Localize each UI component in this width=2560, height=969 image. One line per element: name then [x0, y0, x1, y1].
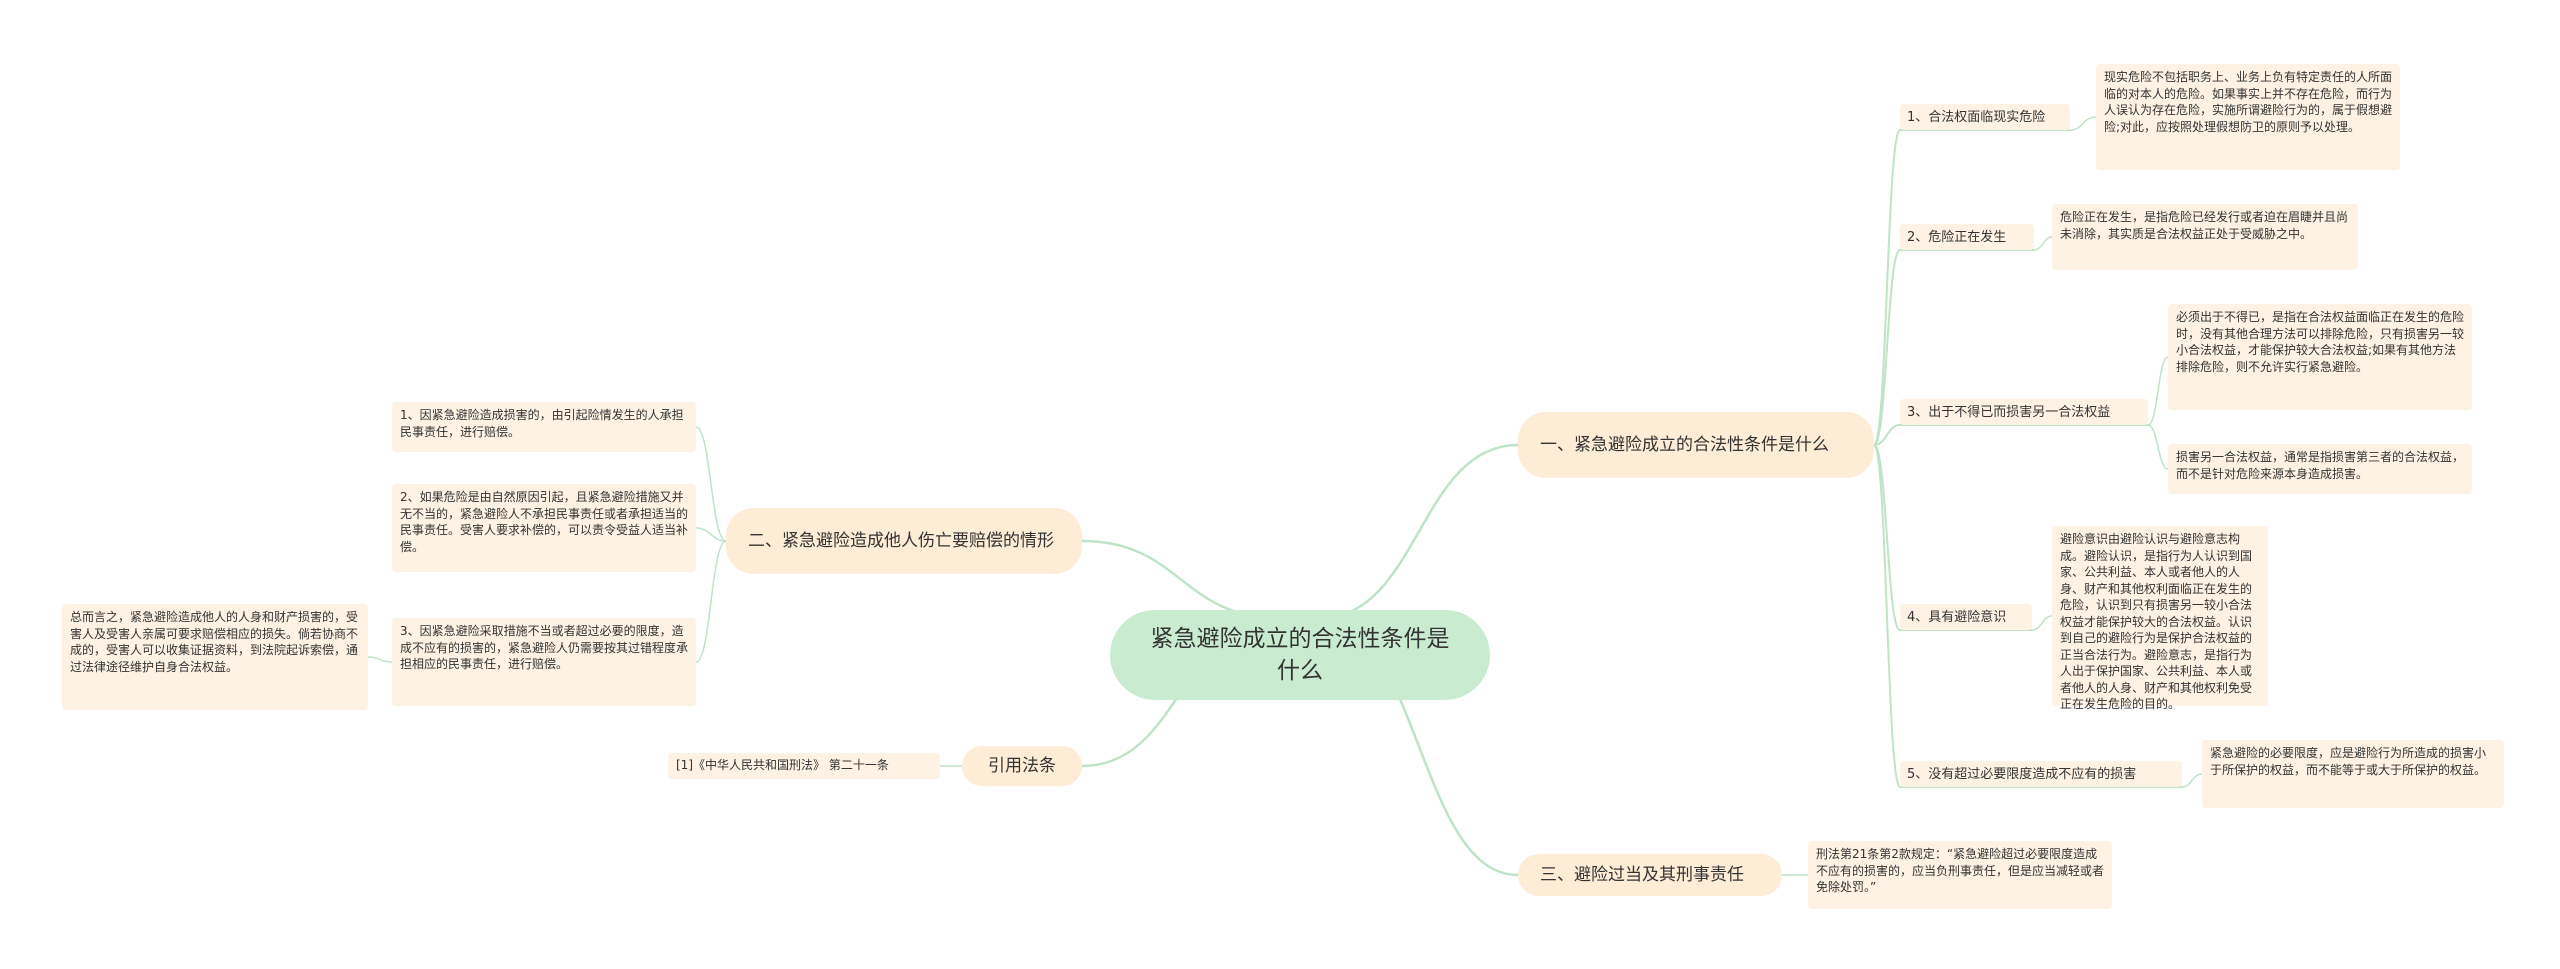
link-n-c2 [1873, 249, 1901, 446]
branch-excess[interactable]: 三、避险过当及其刑事责任 [1518, 854, 1782, 896]
link-n-c3 [1873, 424, 1901, 446]
link-n-comp2 [695, 527, 727, 542]
condition-5[interactable]: 5、没有超过必要限度造成不应有的损害 [1900, 761, 2182, 787]
link-n-c2d [2033, 236, 2053, 251]
compensation-item-3: 3、因紧急避险采取措施不当或者超过必要的限度，造成不应有的损害的，紧急避险人仍需… [392, 618, 696, 706]
link-n-c4 [1873, 444, 1901, 631]
compensation-summary: 总而言之，紧急避险造成他人的人身和财产损害的，受害人及受害人亲属可要求赔偿相应的… [62, 604, 368, 710]
link-n-c4d [2031, 615, 2053, 631]
link-n-c5d [2181, 773, 2203, 788]
branch-conditions[interactable]: 一、紧急避险成立的合法性条件是什么 [1518, 412, 1874, 478]
condition-3-detail-1: 必须出于不得已，是指在合法权益面临正在发生的危险时，没有其他合理方法可以排除危险… [2168, 304, 2472, 410]
citation-detail: [1]《中华人民共和国刑法》 第二十一条 [668, 753, 940, 779]
link-summary [367, 656, 393, 663]
condition-4[interactable]: 4、具有避险意识 [1900, 604, 2032, 630]
branch-citation[interactable]: 引用法条 [962, 746, 1082, 786]
condition-2-detail: 危险正在发生，是指危险已经发行或者迫在眉睫并且尚未消除，其实质是合法权益正处于受… [2052, 204, 2358, 270]
root-topic[interactable]: 紧急避险成立的合法性条件是什么 [1110, 610, 1490, 700]
link-n-c5 [1873, 444, 1901, 788]
link-n-c1d [2069, 116, 2097, 131]
condition-3-detail-2: 损害另一合法权益，通常是指损害第三者的合法权益，而不是针对危险来源本身造成损害。 [2168, 444, 2472, 494]
branch-compensation[interactable]: 二、紧急避险造成他人伤亡要赔偿的情形 [726, 508, 1082, 574]
compensation-item-1: 1、因紧急避险造成损害的，由引起险情发生的人承担民事责任，进行赔偿。 [392, 402, 696, 452]
link-n-comp3 [695, 540, 727, 663]
compensation-item-2: 2、如果危险是由自然原因引起，且紧急避险措施又并无不当的，紧急避险人不承担民事责… [392, 484, 696, 572]
link-n-comp1 [695, 426, 727, 542]
link-n-c3d1 [2147, 356, 2169, 426]
condition-2[interactable]: 2、危险正在发生 [1900, 224, 2034, 250]
link-n-c3d2 [2147, 424, 2169, 470]
link-root-n-comp [1081, 539, 1281, 620]
condition-3[interactable]: 3、出于不得已而损害另一合法权益 [1900, 399, 2148, 425]
excess-detail: 刑法第21条第2款规定：“紧急避险超过必要限度造成不应有的损害的，应当负刑事责任… [1808, 841, 2112, 909]
link-n-c1 [1873, 129, 1901, 446]
condition-1-detail: 现实危险不包括职务上、业务上负有特定责任的人所面临的对本人的危险。如果事实上并不… [2096, 64, 2400, 170]
link-root-n-cond [1319, 443, 1519, 620]
condition-4-detail: 避险意识由避险认识与避险意志构成。避险认识，是指行为人认识到国家、公共利益、本人… [2052, 526, 2268, 711]
condition-5-detail: 紧急避险的必要限度，应是避险行为所造成的损害小于所保护的权益，而不能等于或大于所… [2202, 740, 2504, 808]
condition-1[interactable]: 1、合法权面临现实危险 [1900, 104, 2070, 130]
